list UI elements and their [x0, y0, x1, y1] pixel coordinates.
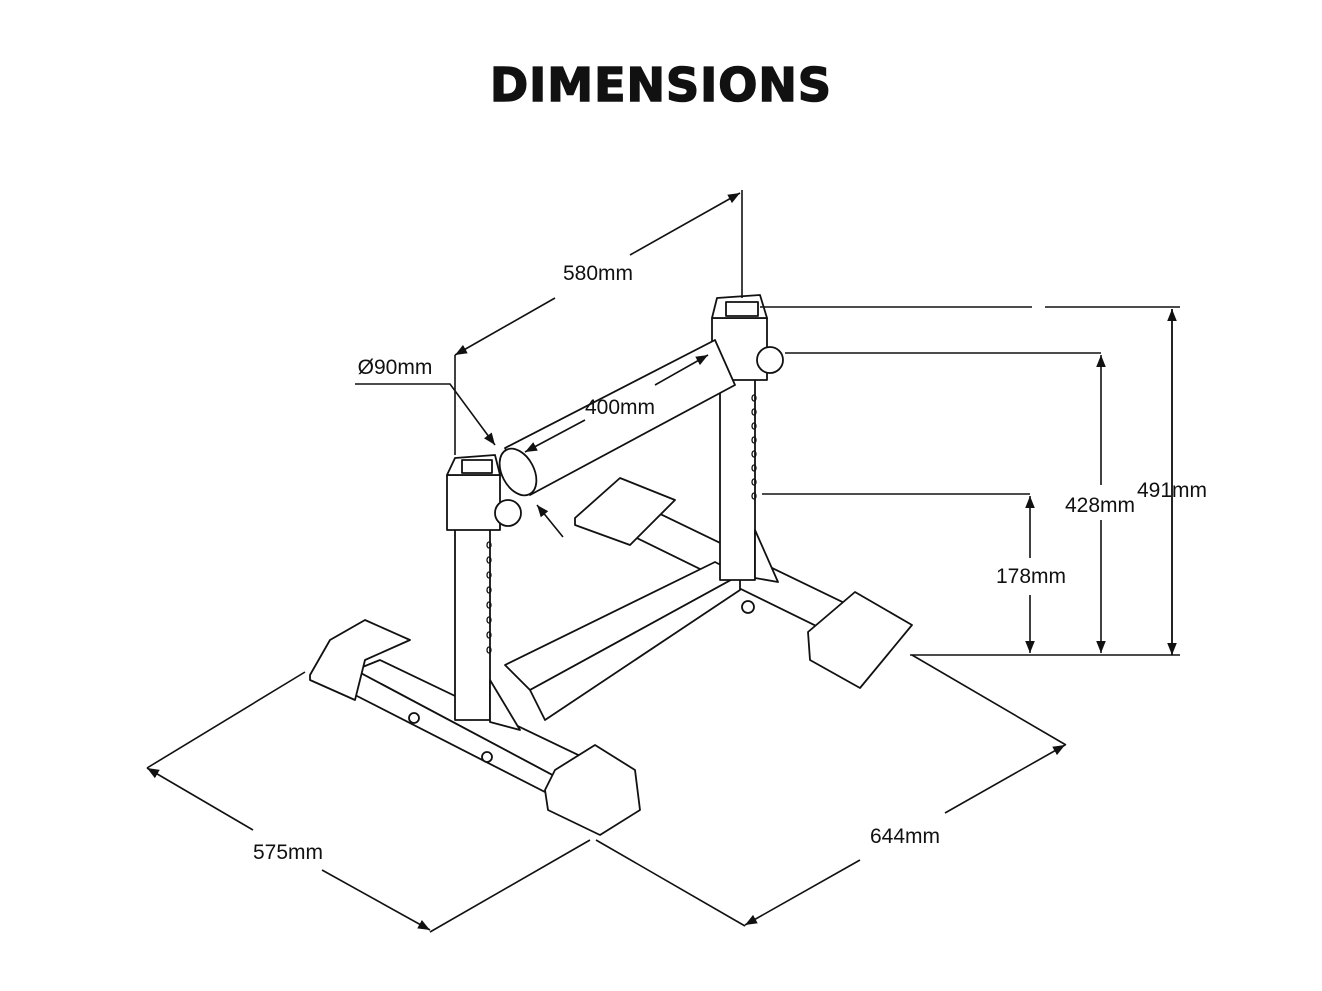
depth-label: 575mm: [253, 841, 323, 864]
roller-length-label: 400mm: [585, 396, 655, 419]
bar-length-label: 580mm: [563, 262, 633, 285]
page-title: DIMENSIONS: [489, 57, 832, 113]
max-height-label: 491mm: [1137, 479, 1207, 502]
roller-diameter-label: Ø90mm: [358, 356, 433, 379]
dimension-lines: [146, 190, 1180, 933]
roller-height-label: 428mm: [1065, 494, 1135, 517]
min-height-label: 178mm: [996, 565, 1066, 588]
width-label: 644mm: [870, 825, 940, 848]
equipment-drawing: [309, 294, 913, 836]
